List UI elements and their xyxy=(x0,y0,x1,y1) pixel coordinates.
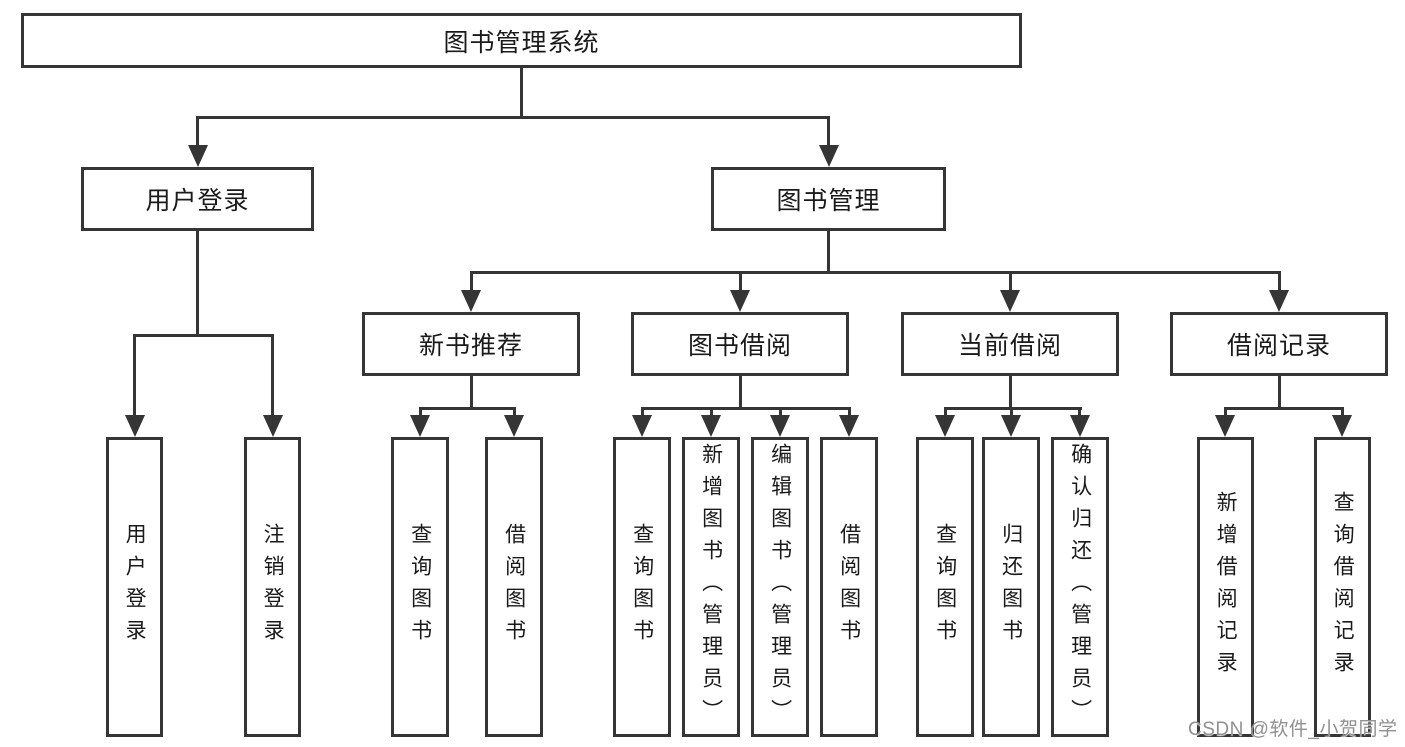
node-current-borrowing: 当前借阅 xyxy=(901,312,1119,376)
connector-level2-bar xyxy=(196,116,830,119)
csdn-watermark: CSDN @软件_小贺同学 xyxy=(1188,719,1398,740)
connector-borrowing-records-stub xyxy=(1278,376,1281,409)
arrow-down-icon xyxy=(263,415,283,437)
leaf-label: 注销登录 xyxy=(261,523,285,651)
node-borrowing-records: 借阅记录 xyxy=(1170,312,1388,376)
leaf-query-books-current: 查询图书 xyxy=(916,437,974,737)
connector-drop-borrowing-records xyxy=(1278,274,1281,292)
leaf-add-borrow-record: 新增借阅记录 xyxy=(1197,437,1254,737)
leaf-label: 查询图书 xyxy=(630,523,654,651)
node-library-management-system: 图书管理系统 xyxy=(21,13,1022,68)
arrow-down-icon xyxy=(504,415,524,437)
leaf-return-books: 归还图书 xyxy=(982,437,1040,737)
leaf-logout: 注销登录 xyxy=(244,437,301,737)
leaf-label: 借阅图书 xyxy=(502,523,526,651)
connector-new-book-recommend-stub xyxy=(470,376,473,409)
connector-book-management-stub xyxy=(827,231,830,273)
node-label: 图书管理 xyxy=(776,187,881,215)
node-new-book-recommend: 新书推荐 xyxy=(362,312,580,376)
node-book-borrowing: 图书借阅 xyxy=(631,312,849,376)
connector-root-stub xyxy=(520,68,523,119)
connector-drop-book-borrowing xyxy=(739,274,742,292)
arrow-down-icon xyxy=(188,145,208,167)
connector-drop-leaf xyxy=(641,410,644,417)
connector-current-borrowing-bar xyxy=(944,407,1082,410)
connector-current-borrowing-stub xyxy=(1009,376,1012,409)
leaf-query-books-borrowing: 查询图书 xyxy=(613,437,671,737)
arrow-down-icon xyxy=(461,290,481,312)
arrow-down-icon xyxy=(839,415,859,437)
leaf-query-books-recommend: 查询图书 xyxy=(391,437,449,737)
leaf-label: 借阅图书 xyxy=(837,523,861,651)
connector-new-book-recommend-bar xyxy=(419,407,516,410)
leaf-label: 新增图书（管理员） xyxy=(699,443,723,731)
arrow-down-icon xyxy=(1000,290,1020,312)
connector-drop-leaf xyxy=(944,410,947,417)
arrow-down-icon xyxy=(935,415,955,437)
arrow-down-icon xyxy=(770,415,790,437)
arrow-down-icon xyxy=(410,415,430,437)
leaf-label: 查询图书 xyxy=(408,523,432,651)
connector-book-borrowing-bar xyxy=(641,407,851,410)
connector-drop-leaf xyxy=(1341,410,1344,417)
arrow-down-icon xyxy=(701,415,721,437)
connector-drop-leaf xyxy=(419,410,422,417)
leaf-borrow-books: 借阅图书 xyxy=(820,437,878,737)
leaf-label: 归还图书 xyxy=(999,523,1023,651)
leaf-borrow-books-recommend: 借阅图书 xyxy=(485,437,543,737)
leaf-confirm-return-admin: 确认归还（管理员） xyxy=(1051,437,1109,737)
node-label: 新书推荐 xyxy=(418,332,523,360)
leaf-label: 新增借阅记录 xyxy=(1214,491,1238,683)
node-user-login: 用户登录 xyxy=(81,167,314,231)
connector-level3-bar xyxy=(470,271,1281,274)
arrow-down-icon xyxy=(125,415,145,437)
arrow-down-icon xyxy=(1215,415,1235,437)
arrow-down-icon xyxy=(1269,290,1289,312)
node-label: 图书借阅 xyxy=(687,332,792,360)
leaf-edit-books-admin: 编辑图书（管理员） xyxy=(751,437,809,737)
leaf-label: 编辑图书（管理员） xyxy=(768,443,792,731)
arrow-down-icon xyxy=(1332,415,1352,437)
leaf-query-borrow-record: 查询借阅记录 xyxy=(1314,437,1371,737)
connector-drop-leaf xyxy=(710,410,713,417)
node-label: 图书管理系统 xyxy=(443,28,600,57)
connector-drop-current-borrowing xyxy=(1009,274,1012,292)
connector-drop-leaf-logout xyxy=(271,337,274,417)
leaf-user-login: 用户登录 xyxy=(106,437,163,737)
connector-drop-leaf-user-login xyxy=(133,337,136,417)
arrow-down-icon xyxy=(632,415,652,437)
leaf-label: 查询图书 xyxy=(933,523,957,651)
connector-user-login-stub xyxy=(196,231,199,336)
leaf-label: 确认归还（管理员） xyxy=(1068,443,1092,731)
connector-drop-book-management xyxy=(827,119,830,147)
leaf-add-books-admin: 新增图书（管理员） xyxy=(682,437,740,737)
connector-drop-new-book-recommend xyxy=(470,274,473,292)
connector-drop-leaf xyxy=(779,410,782,417)
arrow-down-icon xyxy=(819,145,839,167)
node-label: 用户登录 xyxy=(145,187,250,215)
connector-borrowing-records-bar xyxy=(1224,407,1344,410)
leaf-label: 用户登录 xyxy=(123,523,147,651)
node-book-management: 图书管理 xyxy=(711,167,946,231)
connector-drop-leaf xyxy=(513,410,516,417)
connector-book-borrowing-stub xyxy=(739,376,742,409)
node-label: 借阅记录 xyxy=(1226,332,1331,360)
arrow-down-icon xyxy=(1070,415,1090,437)
connector-drop-leaf xyxy=(1078,410,1081,417)
connector-drop-user-login xyxy=(196,119,199,147)
connector-drop-leaf xyxy=(1224,410,1227,417)
connector-drop-leaf xyxy=(848,410,851,417)
leaf-label: 查询借阅记录 xyxy=(1331,491,1355,683)
connector-drop-leaf xyxy=(1010,410,1013,417)
connector-user-login-bar xyxy=(133,334,274,337)
arrow-down-icon xyxy=(730,290,750,312)
node-label: 当前借阅 xyxy=(957,332,1062,360)
arrow-down-icon xyxy=(1001,415,1021,437)
